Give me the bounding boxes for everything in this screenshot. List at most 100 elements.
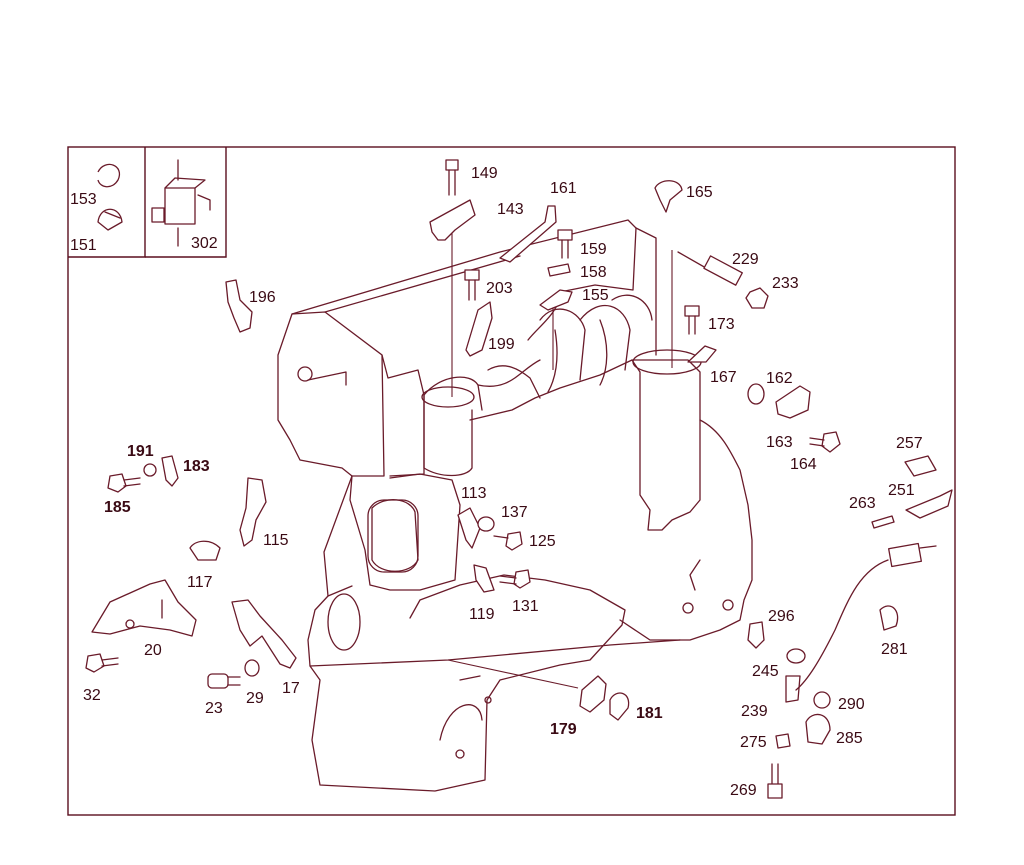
callout-131: 131: [512, 598, 539, 615]
callout-167: 167: [710, 369, 737, 386]
callout-290: 290: [838, 696, 865, 713]
sensor-296: [747, 621, 765, 649]
clip-151: [97, 208, 123, 231]
clamp-117: [189, 540, 221, 561]
nut-233: [745, 287, 769, 309]
ring-191: [143, 463, 157, 477]
leader-lines: [447, 232, 673, 689]
connector-257: [904, 455, 937, 477]
sensor-wire: [795, 542, 937, 691]
bracket-179: [579, 675, 607, 713]
clip-183: [161, 455, 179, 487]
ring-245: [786, 648, 806, 664]
bracket-161: [499, 205, 557, 263]
callout-239: 239: [741, 703, 768, 720]
callout-32: 32: [83, 687, 101, 704]
bolt-164: [809, 431, 841, 453]
callout-137: 137: [501, 504, 528, 521]
part-shapes: [85, 159, 953, 799]
clip-181: [609, 692, 630, 721]
ring-290: [813, 691, 831, 709]
callout-163: 163: [766, 434, 793, 451]
bracket-115: [239, 477, 267, 547]
bolt-23: [207, 673, 241, 689]
inset-box-right: [145, 147, 227, 258]
bolt-269: [767, 763, 783, 799]
bolt-131: [499, 569, 531, 589]
bolt-149: [445, 159, 459, 196]
callout-203: 203: [486, 280, 513, 297]
callout-117: 117: [187, 574, 213, 591]
callout-263: 263: [849, 495, 876, 512]
bolt-32: [85, 653, 119, 673]
callout-245: 245: [752, 663, 779, 680]
callout-153: 153: [70, 191, 97, 208]
callout-179: 179: [550, 721, 577, 738]
bracket-143: [429, 199, 476, 241]
callout-275: 275: [740, 734, 767, 751]
bracket-167: [687, 345, 717, 363]
callout-158: 158: [580, 264, 607, 281]
callout-199: 199: [488, 336, 515, 353]
clip-165: [654, 180, 683, 213]
callout-164: 164: [790, 456, 817, 473]
plug-275: [775, 733, 791, 749]
callout-269: 269: [730, 782, 757, 799]
connector-239: [785, 675, 801, 703]
callout-125: 125: [529, 533, 556, 550]
clip-158: [547, 263, 571, 277]
callout-196: 196: [249, 289, 276, 306]
washer-137: [477, 516, 495, 532]
callout-165: 165: [686, 184, 713, 201]
callout-281: 281: [881, 641, 908, 658]
clip-153: [97, 163, 121, 188]
callout-143: 143: [497, 201, 524, 218]
bracket-17: [231, 599, 297, 669]
connector-251: [905, 489, 953, 519]
callout-159: 159: [580, 241, 607, 258]
callout-173: 173: [708, 316, 735, 333]
callout-185: 185: [104, 499, 131, 516]
callout-162: 162: [766, 370, 793, 387]
bushing-162: [747, 383, 765, 405]
callout-20: 20: [144, 642, 162, 659]
sensor-229: [677, 251, 743, 286]
bracket-20: [91, 579, 197, 637]
callout-119: 119: [469, 606, 495, 623]
pin-263: [871, 515, 895, 529]
clip-281: [879, 605, 899, 631]
diagram-frame: [67, 146, 956, 816]
callout-302: 302: [191, 235, 218, 252]
callout-23: 23: [205, 700, 223, 717]
callout-229: 229: [732, 251, 759, 268]
callout-29: 29: [246, 690, 264, 707]
callout-191: 191: [127, 443, 154, 460]
bolt-125: [493, 531, 523, 551]
callout-17: 17: [282, 680, 300, 697]
bracket-113: [457, 507, 481, 549]
callout-296: 296: [768, 608, 795, 625]
callout-285: 285: [836, 730, 863, 747]
callout-233: 233: [772, 275, 799, 292]
bracket-196: [225, 279, 253, 333]
bracket-155: [539, 289, 573, 311]
bolt-185: [107, 473, 141, 493]
callout-155: 155: [582, 287, 609, 304]
callout-113: 113: [461, 485, 487, 502]
callout-labels: 149 143 161 165 153 151 302 159 158 229 233 203 155 1…: [70, 165, 923, 799]
callout-151: 151: [70, 237, 97, 254]
bracket-119: [473, 564, 495, 593]
callout-257: 257: [896, 435, 923, 452]
callout-183: 183: [183, 458, 210, 475]
relay-302: [151, 159, 211, 247]
cap-285: [805, 713, 831, 745]
washer-29: [244, 659, 260, 677]
callout-149: 149: [471, 165, 498, 182]
callout-251: 251: [888, 482, 915, 499]
bracket-199: [465, 301, 493, 357]
engine-block: [277, 219, 753, 792]
callout-161: 161: [550, 180, 577, 197]
callout-181: 181: [636, 705, 663, 722]
bracket-163: [775, 385, 811, 419]
